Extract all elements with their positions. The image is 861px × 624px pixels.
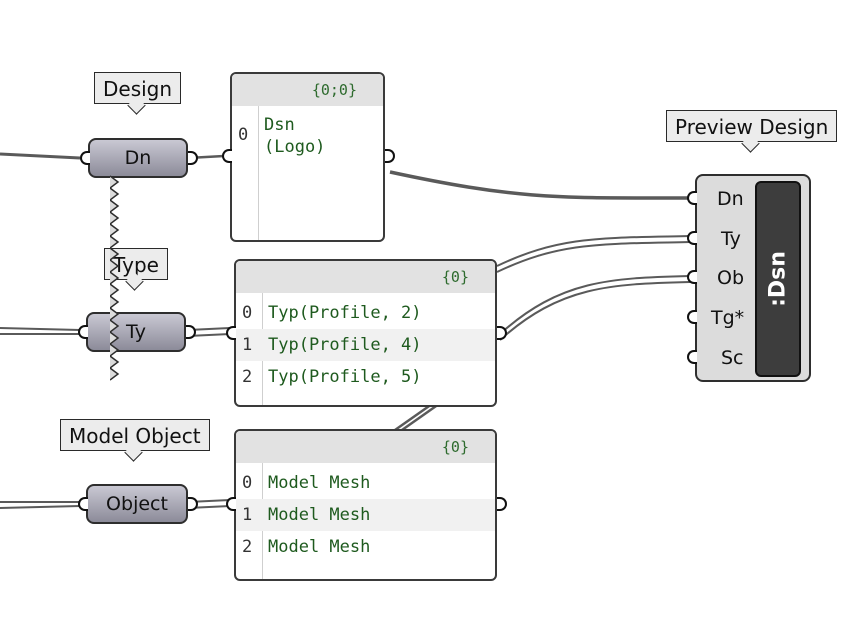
- panel-object[interactable]: {0} 0 Model Mesh 1 Model Mesh 2 Model Me…: [234, 429, 497, 581]
- row-text: Typ(Profile, 2): [268, 303, 422, 323]
- panel-design-output-port[interactable]: [385, 149, 395, 163]
- panel-type-input-port[interactable]: [226, 326, 236, 340]
- param-object-input-port[interactable]: [78, 497, 88, 511]
- component-name: :Dsn: [765, 251, 791, 307]
- param-ty-output-port[interactable]: [186, 325, 196, 339]
- param-dn[interactable]: Dn: [88, 138, 188, 178]
- preview-design-component[interactable]: Dn Ty Ob Tg* Sc :Dsn: [695, 174, 811, 382]
- component-input-port-ob[interactable]: [687, 270, 697, 284]
- param-dn-output-port[interactable]: [188, 151, 198, 165]
- component-input-port-ty[interactable]: [687, 231, 697, 245]
- wire-design-in: [0, 152, 81, 160]
- bubble-design: Design: [94, 72, 182, 104]
- panel-row: 0 Typ(Profile, 2): [236, 297, 495, 329]
- panel-design-input-port[interactable]: [222, 149, 232, 163]
- panel-row: 1 Typ(Profile, 4): [236, 329, 495, 361]
- zigzag-edge-icon: [110, 175, 120, 381]
- row-text: Model Mesh: [268, 505, 371, 525]
- row-text: Typ(Profile, 5): [268, 367, 422, 387]
- wire-type-to-ob: [499, 275, 691, 335]
- row-index: 2: [242, 537, 253, 557]
- wire-object-to-ty: [394, 402, 433, 432]
- panel-row: 0 Dsn (Logo): [232, 114, 383, 174]
- panel-object-input-port[interactable]: [226, 497, 236, 511]
- row-index: 0: [242, 303, 253, 323]
- row-text: Typ(Profile, 4): [268, 335, 422, 355]
- input-label-dn: Dn: [717, 188, 744, 210]
- component-input-port-dn[interactable]: [687, 191, 697, 205]
- param-dn-input-port[interactable]: [80, 151, 90, 165]
- bubble-preview-design: Preview Design: [666, 110, 838, 142]
- row-text: Model Mesh: [268, 473, 371, 493]
- wire-type-to-ty-2: [496, 241, 691, 273]
- wire-object-in-2: [0, 505, 81, 509]
- row-text: Model Mesh: [268, 537, 371, 557]
- param-object[interactable]: Object: [86, 484, 188, 524]
- input-label-ty: Ty: [721, 228, 741, 250]
- panel-row: 0 Model Mesh: [236, 467, 495, 499]
- panel-gutter: [258, 106, 259, 240]
- row-index: 1: [242, 335, 253, 355]
- wire-object-to-ty-2: [401, 402, 440, 432]
- param-ty-input-port[interactable]: [78, 325, 88, 339]
- row-index: 1: [242, 505, 253, 525]
- panel-row: 2 Model Mesh: [236, 531, 495, 563]
- panel-row: 2 Typ(Profile, 5): [236, 361, 495, 393]
- row-text: Dsn (Logo): [264, 115, 326, 157]
- component-input-port-sc[interactable]: [687, 350, 697, 364]
- panel-type-output-port[interactable]: [497, 326, 507, 340]
- row-index: 2: [242, 367, 253, 387]
- wire-design-to-dn: [389, 170, 691, 200]
- component-core: :Dsn: [755, 181, 801, 377]
- panel-object-header: {0}: [236, 431, 495, 463]
- component-input-port-tg[interactable]: [687, 310, 697, 324]
- row-index: 0: [238, 125, 249, 145]
- panel-type[interactable]: {0} 0 Typ(Profile, 2) 1 Typ(Profile, 4) …: [234, 259, 497, 407]
- wire-type-in: [0, 327, 81, 331]
- panel-design-header: {0;0}: [232, 74, 383, 106]
- wire-type-to-ty: [496, 235, 691, 267]
- input-label-tg: Tg*: [711, 307, 745, 329]
- input-label-ob: Ob: [717, 267, 745, 289]
- param-ty[interactable]: Ty: [86, 312, 186, 352]
- row-index: 0: [242, 473, 253, 493]
- panel-type-header: {0}: [236, 261, 495, 293]
- wire-type-to-ob-2: [499, 281, 691, 341]
- bubble-model-object: Model Object: [60, 419, 210, 451]
- wire-ty-to-panel-2: [187, 333, 231, 337]
- panel-row: 1 Model Mesh: [236, 499, 495, 531]
- input-label-sc: Sc: [721, 347, 744, 369]
- panel-design[interactable]: {0;0} 0 Dsn (Logo): [230, 72, 385, 242]
- param-object-output-port[interactable]: [188, 497, 198, 511]
- panel-object-output-port[interactable]: [497, 497, 507, 511]
